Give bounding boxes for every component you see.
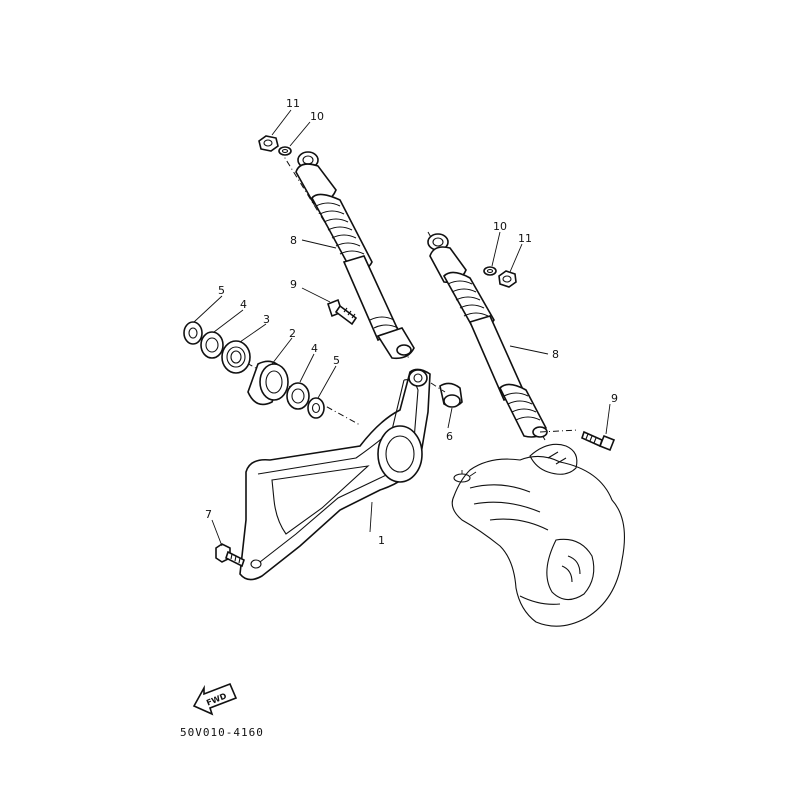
left-shock-absorber [279,149,415,361]
callout-11-right: 11 [518,232,532,245]
leader-lines [193,109,611,547]
callout-7: 7 [205,508,212,521]
bushing [419,375,463,408]
flange-bolt [215,543,245,568]
bearing-stack [183,321,361,426]
callout-numbers: 11 10 8 9 5 4 3 2 4 5 6 7 1 10 11 8 9 [205,97,618,547]
callout-10-right: 10 [493,220,507,233]
callout-4-lower: 4 [311,342,318,355]
callout-9-right: 9 [611,392,618,405]
callout-5-top: 5 [218,284,225,297]
right-shock-absorber [427,231,548,441]
callout-5-lower: 5 [333,354,340,367]
left-bolt [327,298,358,326]
callout-8-right: 8 [552,348,559,361]
callout-4-top: 4 [240,298,247,311]
callout-11-top: 11 [286,97,300,110]
right-bolt [581,430,616,452]
right-nut-and-washer [483,266,517,288]
callout-9-left: 9 [290,278,297,291]
forward-arrow: FWD [192,682,238,716]
callout-10-top: 10 [310,110,324,123]
engine-case-outline [451,429,625,627]
callout-1: 1 [378,534,385,547]
top-nut-and-washer [258,135,292,156]
callout-2: 2 [289,327,296,340]
callout-6: 6 [446,430,453,443]
callout-8-left: 8 [290,234,297,247]
part-code: 50V010-4160 [180,726,264,739]
rear-arm-bracket [239,368,431,581]
callout-3: 3 [263,313,270,326]
